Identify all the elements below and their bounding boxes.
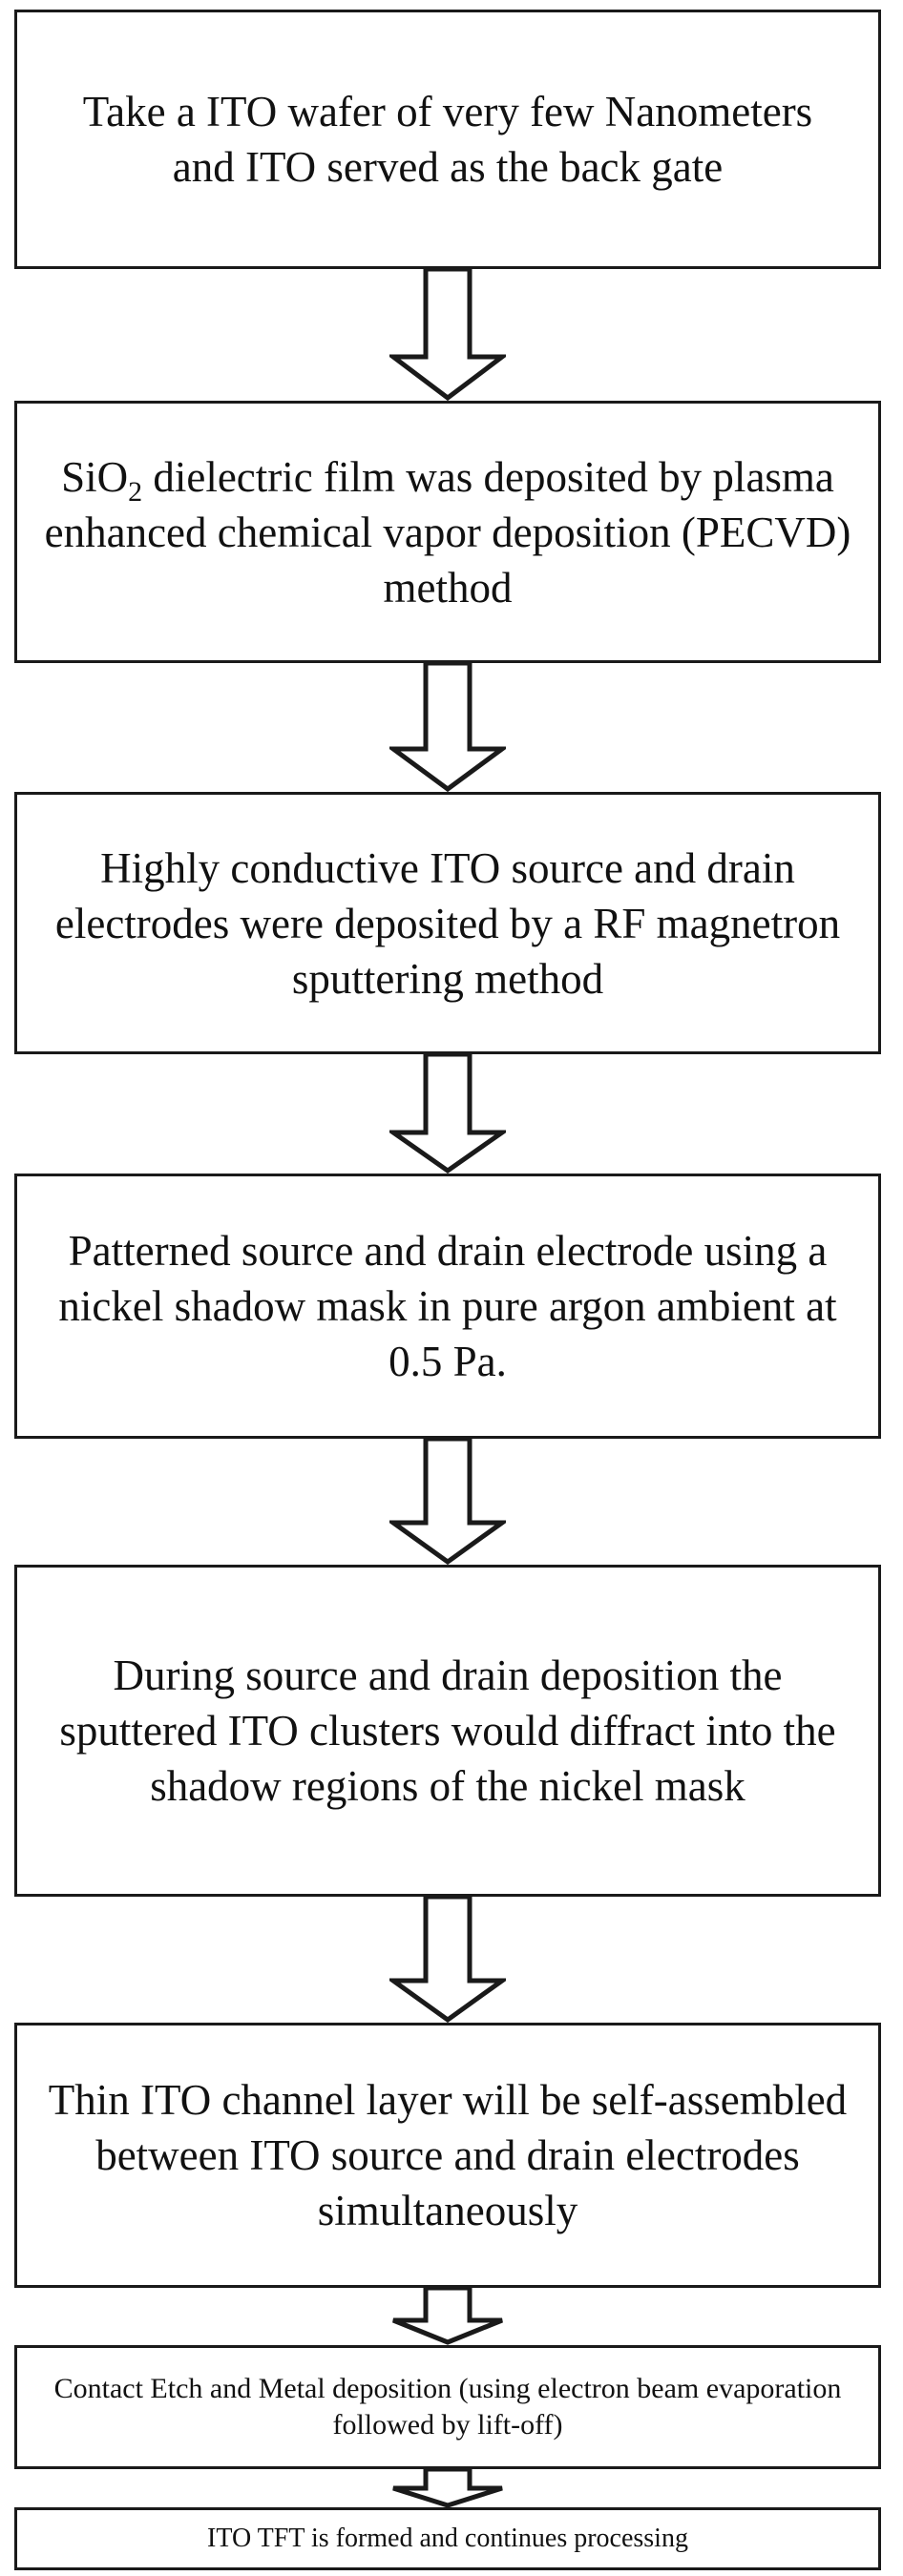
step-8-text: ITO TFT is formed and continues processi… xyxy=(207,2524,688,2553)
down-arrow-icon xyxy=(389,663,506,792)
step-1-box: Take a ITO wafer of very few Nanometers … xyxy=(14,10,881,269)
flow-arrow-5 xyxy=(389,1897,506,2023)
step-8-box: ITO TFT is formed and continues processi… xyxy=(14,2507,881,2570)
flow-arrow-7 xyxy=(389,2469,506,2507)
step-1-text: Take a ITO wafer of very few Nanometers … xyxy=(82,88,813,191)
step-2-box: SiO2 dielectric film was deposited by pl… xyxy=(14,401,881,663)
step-5-text: During source and drain deposition the s… xyxy=(59,1652,836,1810)
down-arrow-icon xyxy=(389,1439,506,1565)
step-3-text: Highly conductive ITO source and drain e… xyxy=(54,843,841,1003)
step-5-box: During source and drain deposition the s… xyxy=(14,1565,881,1897)
flow-arrow-1 xyxy=(389,269,506,401)
step-4-text: Patterned source and drain electrode usi… xyxy=(58,1227,837,1385)
step-7-text: Contact Etch and Metal deposition (using… xyxy=(53,2373,842,2441)
step-2-text-post: dielectric film was deposited by plasma … xyxy=(44,452,851,612)
down-arrow-icon xyxy=(392,2288,503,2345)
step-2-text-sub: 2 xyxy=(128,475,143,508)
step-2-text: SiO2 dielectric film was deposited by pl… xyxy=(17,449,878,615)
flow-arrow-3 xyxy=(389,1054,506,1174)
flow-arrow-6b xyxy=(389,2288,506,2345)
step-2-text-pre: SiO xyxy=(61,452,129,501)
down-arrow-icon xyxy=(389,1054,506,1174)
step-4-box: Patterned source and drain electrode usi… xyxy=(14,1174,881,1439)
down-arrow-icon xyxy=(389,269,506,401)
down-arrow-icon xyxy=(389,1897,506,2023)
step-3-box: Highly conductive ITO source and drain e… xyxy=(14,792,881,1054)
step-6-box: Thin ITO channel layer will be self-asse… xyxy=(14,2023,881,2288)
step-6-text: Thin ITO channel layer will be self-asse… xyxy=(48,2076,848,2234)
flow-arrow-4 xyxy=(389,1439,506,1565)
down-arrow-icon xyxy=(392,2469,503,2507)
step-7-box: Contact Etch and Metal deposition (using… xyxy=(14,2345,881,2469)
flow-arrow-2 xyxy=(389,663,506,792)
